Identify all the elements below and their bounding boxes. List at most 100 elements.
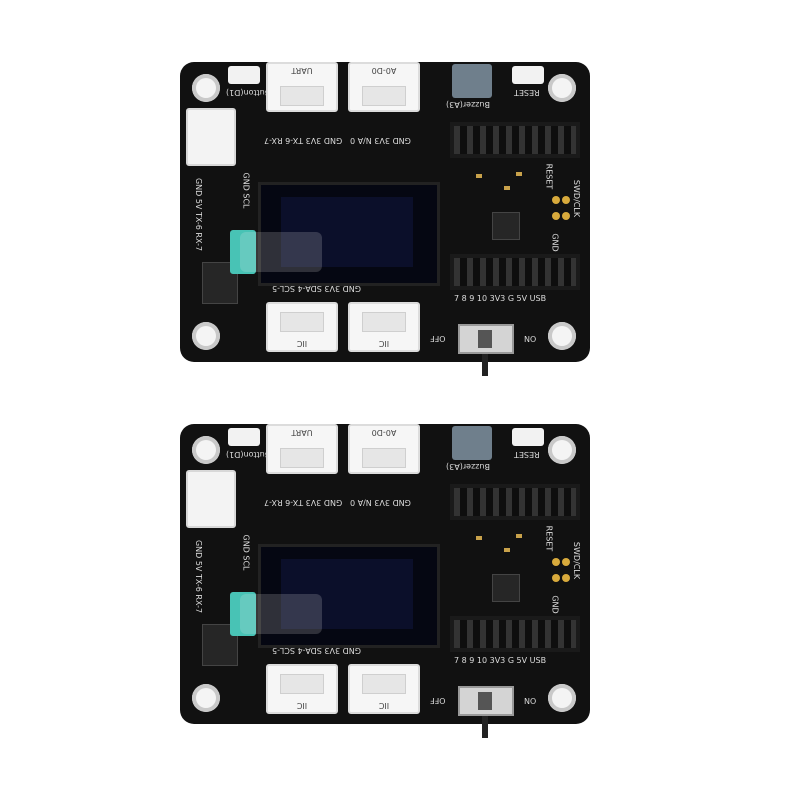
uart-pin-label: GND 3V3 TX-6 RX-7 [264,136,343,145]
switch-lever [482,354,488,376]
power-connector [186,470,236,528]
header-pins [454,488,576,516]
buzzer [452,64,492,98]
mounting-hole [192,684,220,712]
mounting-hole [192,322,220,350]
oled-side-label: GND SCL [241,534,251,571]
uart-label: UART [291,66,313,75]
connector-slot [362,448,406,468]
swd-pad [552,196,560,204]
expansion-board: Button(D1) UART A0-D0 GND 3V3 TX-6 RX-7 … [180,424,590,738]
iic-connector-left: IIC [266,664,338,714]
off-label: OFF [430,334,446,343]
iic-connector-right: IIC [348,302,420,352]
header-pins [454,126,576,154]
power-connector [186,108,236,166]
power-switch[interactable] [458,324,514,354]
gnd-label: GND [550,595,560,614]
header-pins [454,258,576,286]
iic-pin-label: GND 3V3 SDA-4 SCL-5 [272,646,361,655]
pin-header-top [450,122,580,158]
reset-button[interactable] [512,66,544,84]
on-label: ON [524,696,537,705]
button-label: Button(D1) [226,450,271,459]
a0-pin-label: GND 3V3 N/A 0 [350,498,411,507]
a0-pin-label: GND 3V3 N/A 0 [350,136,411,145]
smd-component [476,174,482,178]
swd-label: SWD/CLK [572,179,582,218]
swd-pad [552,212,560,220]
swd-label: SWD/CLK [572,541,582,580]
connector-slot [362,312,406,332]
header-pin-label: 7 8 9 10 3V3 G 5V USB [454,656,547,665]
buzzer-label: Buzzer(A3) [446,100,490,109]
smd-component [504,186,510,190]
ic-chip [492,212,520,240]
reset-label: RESET [514,450,540,459]
mounting-hole [548,684,576,712]
connector-slot [280,448,324,468]
a0-connector: A0-D0 [348,424,420,474]
connector-slot [362,86,406,106]
uart-label: UART [291,428,313,437]
connector-slot [280,312,324,332]
mounting-hole [548,436,576,464]
swd-pad [562,574,570,582]
uart-pin-label: GND 3V3 TX-6 RX-7 [264,498,343,507]
uart-connector: UART [266,424,338,474]
header-pins [454,620,576,648]
power-switch[interactable] [458,686,514,716]
smd-component [516,534,522,538]
iic-pin-label: GND 3V3 SDA-4 SCL-5 [272,284,361,293]
connector-slot [280,674,324,694]
protective-film [240,232,322,272]
mounting-hole [192,436,220,464]
left-pin-label: GND 5V TX-6 RX-7 [194,539,204,614]
swd-pad [552,558,560,566]
oled-side-label: GND SCL [241,172,251,209]
iic-label: IIC [378,339,390,348]
pin-header-bottom [450,616,580,652]
reset-side-label: RESET [544,525,554,552]
switch-lever [482,716,488,738]
pin-header-top [450,484,580,520]
smd-component [516,172,522,176]
reset-button[interactable] [512,428,544,446]
reset-label: RESET [514,88,540,97]
swd-pad [552,574,560,582]
mounting-hole [192,74,220,102]
off-label: OFF [430,696,446,705]
header-pin-label: 7 8 9 10 3V3 G 5V USB [454,294,547,303]
a0-connector: A0-D0 [348,62,420,112]
iic-label: IIC [378,701,390,710]
oled-ribbon [230,230,256,274]
mounting-hole [548,74,576,102]
ic-chip [492,574,520,602]
connector-slot [280,86,324,106]
switch-knob[interactable] [478,692,492,710]
swd-pad [562,558,570,566]
buzzer-label: Buzzer(A3) [446,462,490,471]
gnd-label: GND [550,233,560,252]
switch-knob[interactable] [478,330,492,348]
iic-connector-left: IIC [266,302,338,352]
oled-screen [281,197,413,267]
button-label: Button(D1) [226,88,271,97]
swd-pad [562,212,570,220]
on-label: ON [524,334,537,343]
left-pin-label: GND 5V TX-6 RX-7 [194,177,204,252]
a0-label: A0-D0 [371,66,397,75]
buzzer [452,426,492,460]
user-button[interactable] [228,428,260,446]
connector-slot [362,674,406,694]
smd-component [504,548,510,552]
iic-label: IIC [296,701,308,710]
expansion-board: Button(D1) UART A0-D0 GND 3V3 TX-6 RX-7 … [180,62,590,376]
user-button[interactable] [228,66,260,84]
smd-component [476,536,482,540]
iic-label: IIC [296,339,308,348]
swd-pad [562,196,570,204]
oled-ribbon [230,592,256,636]
protective-film [240,594,322,634]
a0-label: A0-D0 [371,428,397,437]
